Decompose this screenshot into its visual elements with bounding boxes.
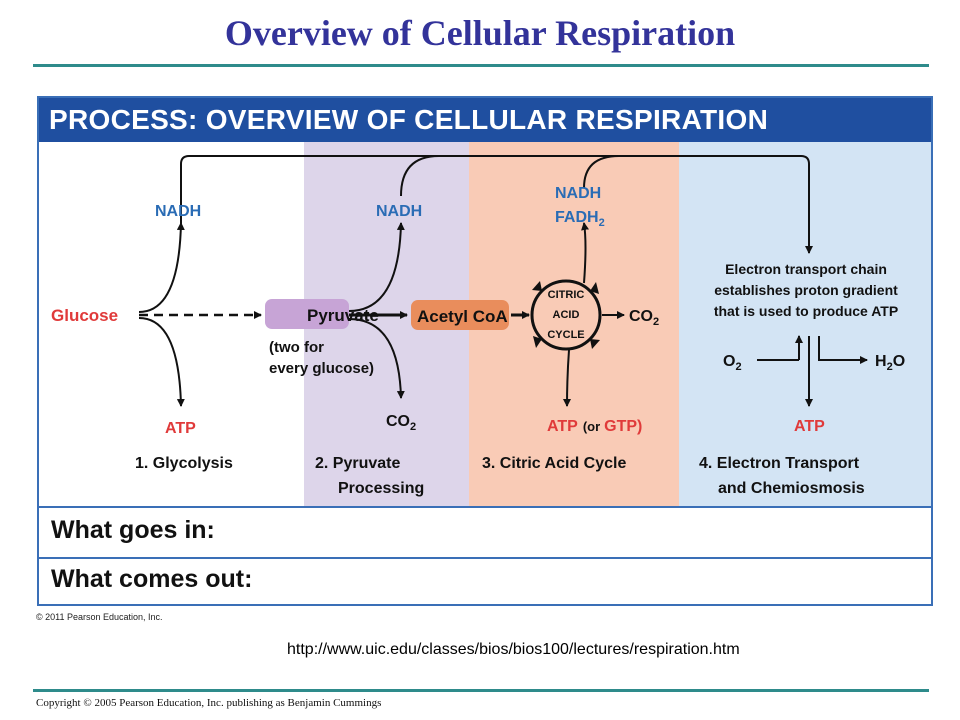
- pyruvate-note-2: every glucose): [269, 360, 374, 377]
- page-title: Overview of Cellular Respiration: [224, 13, 736, 53]
- etc-text-1: Electron transport chain: [725, 261, 887, 277]
- atp-label-1: ATP: [165, 420, 196, 437]
- etc-text-3: that is used to produce ATP: [714, 303, 898, 319]
- pyruvate-co2-arrow: [348, 318, 405, 399]
- cycle-arrowhead-4: [532, 281, 542, 291]
- footer-rule: [33, 689, 929, 692]
- cycle-arrowhead-1: [590, 282, 599, 294]
- stage-4-label-line-2: and Chemiosmosis: [718, 480, 865, 497]
- citric-acid-cycle-ring: [530, 279, 602, 351]
- stage-3-label: 3. Citric Acid Cycle: [482, 455, 626, 472]
- stage-4-background: [679, 136, 931, 506]
- pyruvate-label: Pyruvate: [307, 306, 379, 325]
- citric-label-2: ACID: [553, 309, 580, 321]
- fadh-label: FADH2: [555, 209, 605, 229]
- respiration-diagram: Glucose Pyruvate (two for every glucose)…: [51, 136, 931, 506]
- nadh-3-route-line: [583, 155, 620, 189]
- h2o-label: H2O: [875, 353, 905, 373]
- co2-label-3: CO2: [629, 308, 659, 328]
- stage-4-label: 4. Electron Transport: [699, 455, 860, 472]
- cycle-nadh-arrow: [581, 222, 589, 284]
- acetyl-coa-label: Acetyl CoA: [417, 307, 508, 326]
- stage-2-label: 2. Pyruvate: [315, 455, 400, 472]
- acetyl-coa-box: [411, 300, 509, 330]
- respiration-figure: Glucose Pyruvate (two for every glucose)…: [37, 96, 933, 606]
- source-url-link[interactable]: http://www.uic.edu/classes/bios/bios100/…: [287, 641, 740, 658]
- nadh-label-3: NADH: [555, 185, 601, 202]
- atp-label-4: ATP: [794, 418, 825, 435]
- footer-copyright: Copyright © 2005 Pearson Education, Inc.…: [36, 697, 382, 709]
- nadh-2-route-line: [400, 155, 440, 197]
- glucose-label: Glucose: [51, 306, 118, 325]
- pyruvate-box: [265, 299, 349, 329]
- co2-label-2: CO2: [386, 413, 416, 433]
- cycle-arrowhead-3: [590, 339, 600, 349]
- h2o-arrow: [818, 336, 868, 364]
- pyruvate-nadh-arrow: [348, 222, 405, 312]
- comes-out-divider: [39, 557, 931, 559]
- citric-label-3: CYCLE: [547, 329, 584, 341]
- figure-copyright: © 2011 Pearson Education, Inc.: [36, 612, 163, 622]
- what-comes-out-label: What comes out:: [51, 565, 253, 593]
- title-rule: [33, 64, 929, 67]
- glycolysis-atp-arrow: [138, 317, 185, 407]
- cycle-atp-arrow: [563, 349, 572, 407]
- nadh-label-1: NADH: [155, 203, 201, 220]
- stage-2-label-line-2: Processing: [338, 480, 424, 497]
- etc-text-2: establishes proton gradient: [714, 282, 898, 298]
- pyruvate-note-1: (two for: [269, 339, 324, 356]
- what-goes-in-label: What goes in:: [51, 516, 215, 544]
- stage-1-label: 1. Glycolysis: [135, 455, 233, 472]
- glycolysis-nadh-arrow: [138, 222, 185, 313]
- o2-label: O2: [723, 353, 742, 373]
- process-banner: PROCESS: OVERVIEW OF CELLULAR RESPIRATIO…: [39, 98, 931, 142]
- electron-carrier-route-arrow: [180, 155, 813, 254]
- goes-in-divider: [39, 506, 931, 508]
- nadh-label-2: NADH: [376, 203, 422, 220]
- citric-label-1: CITRIC: [548, 289, 585, 301]
- cycle-arrowhead-2: [533, 336, 542, 348]
